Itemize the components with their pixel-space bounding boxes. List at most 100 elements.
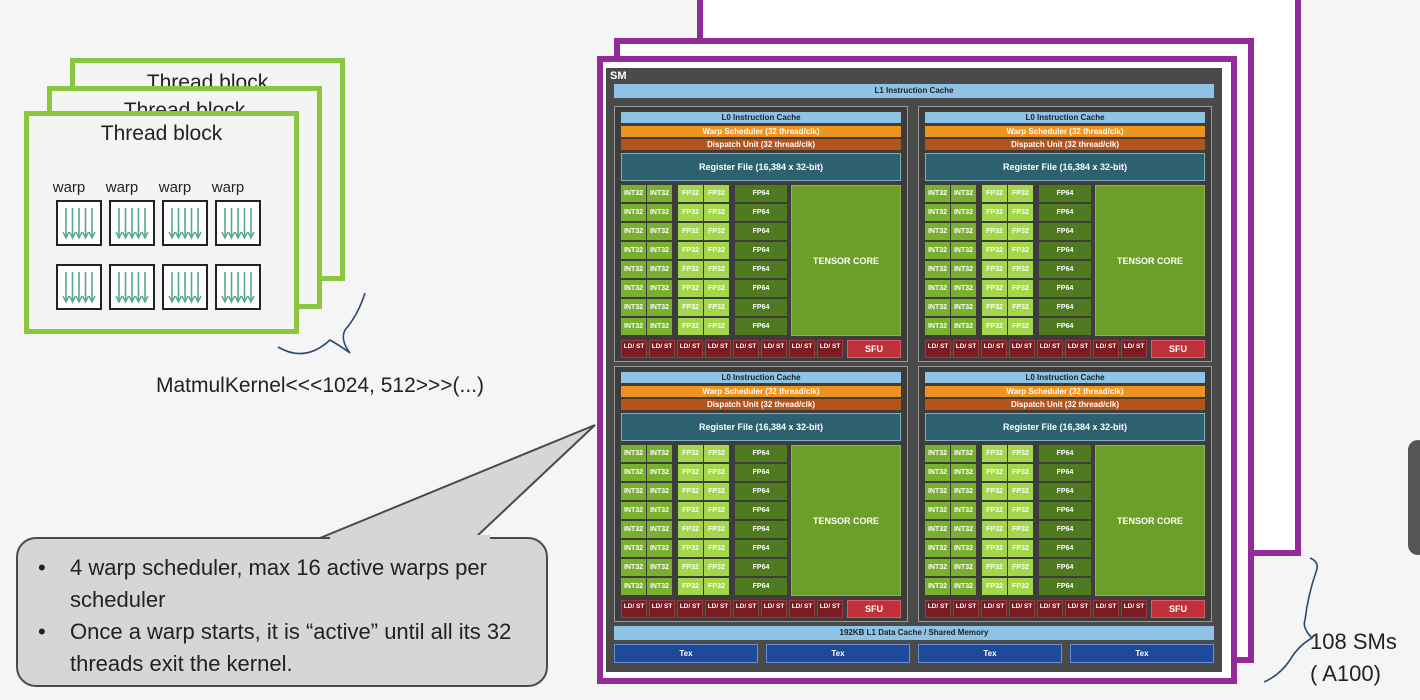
int32-unit: INT32 xyxy=(621,502,646,519)
fp64-unit: FP64 xyxy=(1039,464,1091,481)
int32-unit: INT32 xyxy=(925,223,950,240)
fp32-unit: FP32 xyxy=(704,299,729,316)
warp-box xyxy=(56,264,102,310)
thread-arrows-icon xyxy=(115,272,149,304)
thread-arrows-icon xyxy=(115,208,149,240)
fp64-unit: FP64 xyxy=(1039,483,1091,500)
fp64-unit: FP64 xyxy=(735,318,787,335)
fp64-unit: FP64 xyxy=(735,483,787,500)
int32-unit: INT32 xyxy=(925,261,950,278)
fp32-unit: FP32 xyxy=(704,502,729,519)
fp64-unit: FP64 xyxy=(1039,280,1091,297)
int32-unit: INT32 xyxy=(621,559,646,576)
sm-count-bracket xyxy=(1263,557,1318,683)
int32-unit: INT32 xyxy=(621,204,646,221)
int32-unit: INT32 xyxy=(647,559,672,576)
ldst-unit: LD/ ST xyxy=(925,340,951,358)
int32-unit: INT32 xyxy=(925,540,950,557)
thread-arrows-icon xyxy=(62,208,96,240)
ldst-unit: LD/ ST xyxy=(1065,340,1091,358)
side-panel-handle[interactable] xyxy=(1408,440,1420,555)
sfu-unit: SFU xyxy=(847,600,901,618)
tensor-core: TENSOR CORE xyxy=(791,185,901,336)
sm-label: SM xyxy=(610,70,627,82)
sm-count-label: 108 SMs ( A100) xyxy=(1310,626,1397,690)
int32-unit: INT32 xyxy=(647,204,672,221)
fp32-unit: FP32 xyxy=(982,578,1007,595)
fp32-unit: FP32 xyxy=(678,483,703,500)
ldst-unit: LD/ ST xyxy=(1093,600,1119,618)
int32-unit: INT32 xyxy=(621,242,646,259)
thread-block-bracket xyxy=(277,292,366,355)
int32-unit: INT32 xyxy=(951,318,976,335)
ldst-unit: LD/ ST xyxy=(953,600,979,618)
bullet-icon: • xyxy=(38,619,46,644)
ldst-unit: LD/ ST xyxy=(1121,600,1147,618)
kernel-launch-call: MatmulKernel<<<1024, 512>>>(...) xyxy=(156,374,485,397)
ldst-unit: LD/ ST xyxy=(621,340,647,358)
int32-unit: INT32 xyxy=(925,502,950,519)
fp64-unit: FP64 xyxy=(1039,578,1091,595)
fp32-unit: FP32 xyxy=(982,204,1007,221)
fp32-unit: FP32 xyxy=(982,540,1007,557)
fp32-unit: FP32 xyxy=(982,521,1007,538)
fp32-unit: FP32 xyxy=(678,502,703,519)
int32-unit: INT32 xyxy=(621,261,646,278)
ldst-unit: LD/ ST xyxy=(649,600,675,618)
fp32-unit: FP32 xyxy=(1008,261,1033,278)
register-file: Register File (16,384 x 32-bit) xyxy=(621,413,901,441)
dispatch-unit: Dispatch Unit (32 thread/clk) xyxy=(621,399,901,410)
warp-box xyxy=(162,264,208,310)
fp32-unit: FP32 xyxy=(982,242,1007,259)
gpu-label: ( A100) xyxy=(1310,661,1381,686)
ldst-unit: LD/ ST xyxy=(733,340,759,358)
ldst-unit: LD/ ST xyxy=(677,600,703,618)
fp32-unit: FP32 xyxy=(1008,280,1033,297)
int32-unit: INT32 xyxy=(951,559,976,576)
fp32-unit: FP32 xyxy=(704,261,729,278)
thread-arrows-icon xyxy=(221,208,255,240)
fp64-unit: FP64 xyxy=(1039,318,1091,335)
bullet-icon: • xyxy=(38,555,46,580)
fp32-unit: FP32 xyxy=(704,464,729,481)
fp32-unit: FP32 xyxy=(704,280,729,297)
int32-unit: INT32 xyxy=(925,204,950,221)
fp32-unit: FP32 xyxy=(678,261,703,278)
fp64-unit: FP64 xyxy=(735,578,787,595)
ldst-unit: LD/ ST xyxy=(677,340,703,358)
int32-unit: INT32 xyxy=(647,578,672,595)
fp64-unit: FP64 xyxy=(1039,559,1091,576)
ldst-unit: LD/ ST xyxy=(953,340,979,358)
int32-unit: INT32 xyxy=(621,223,646,240)
ldst-unit: LD/ ST xyxy=(1009,600,1035,618)
int32-unit: INT32 xyxy=(647,464,672,481)
fp32-unit: FP32 xyxy=(982,464,1007,481)
fp64-unit: FP64 xyxy=(1039,242,1091,259)
fp64-unit: FP64 xyxy=(735,242,787,259)
fp32-unit: FP32 xyxy=(982,299,1007,316)
int32-unit: INT32 xyxy=(951,578,976,595)
l0-instruction-cache: L0 Instruction Cache xyxy=(621,112,901,123)
fp32-unit: FP32 xyxy=(704,521,729,538)
callout-box: •4 warp scheduler, max 16 active warps p… xyxy=(16,537,548,687)
int32-unit: INT32 xyxy=(621,318,646,335)
ldst-unit: LD/ ST xyxy=(981,340,1007,358)
int32-unit: INT32 xyxy=(621,483,646,500)
sfu-unit: SFU xyxy=(847,340,901,358)
fp32-unit: FP32 xyxy=(678,299,703,316)
ldst-unit: LD/ ST xyxy=(1037,600,1063,618)
fp64-unit: FP64 xyxy=(1039,540,1091,557)
int32-unit: INT32 xyxy=(647,299,672,316)
fp32-unit: FP32 xyxy=(704,445,729,462)
fp32-unit: FP32 xyxy=(1008,540,1033,557)
int32-unit: INT32 xyxy=(951,204,976,221)
fp64-unit: FP64 xyxy=(735,299,787,316)
int32-unit: INT32 xyxy=(925,445,950,462)
dispatch-unit: Dispatch Unit (32 thread/clk) xyxy=(925,399,1205,410)
fp32-unit: FP32 xyxy=(982,483,1007,500)
int32-unit: INT32 xyxy=(925,521,950,538)
warp-label: warp xyxy=(211,179,245,196)
